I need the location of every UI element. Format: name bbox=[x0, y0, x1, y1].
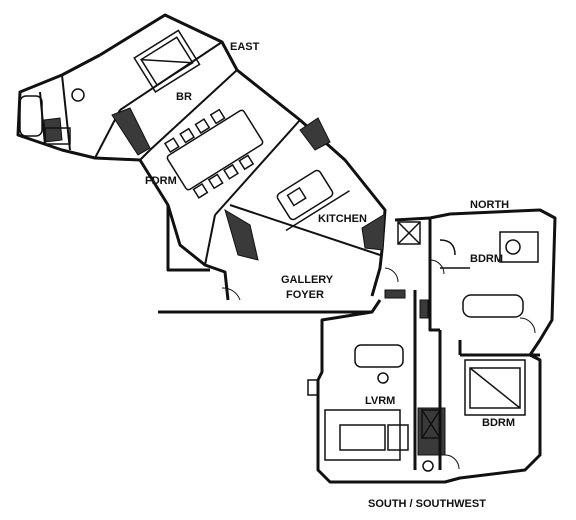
label-bdrm-north: BDRM bbox=[470, 253, 503, 265]
bed-br bbox=[133, 29, 201, 93]
label-bdrm-south: BDRM bbox=[482, 417, 515, 429]
west-wing-walls bbox=[16, 13, 387, 314]
lvrm-furniture bbox=[307, 344, 409, 461]
bdrm-north-interior bbox=[439, 231, 539, 318]
label-north: NORTH bbox=[470, 199, 509, 211]
west-bath bbox=[19, 88, 85, 145]
label-lvrm: LVRM bbox=[365, 395, 395, 407]
label-br: BR bbox=[176, 91, 192, 103]
bed-south bbox=[464, 359, 526, 416]
label-east: EAST bbox=[230, 41, 260, 53]
label-gallery: GALLERY bbox=[281, 274, 334, 286]
doors bbox=[221, 259, 536, 470]
kitchen-island bbox=[276, 169, 350, 232]
cores bbox=[397, 221, 441, 472]
label-south: SOUTH / SOUTHWEST bbox=[368, 498, 486, 510]
dining-table bbox=[163, 108, 264, 199]
label-fdrm: FDRM bbox=[145, 175, 177, 187]
label-foyer: FOYER bbox=[286, 289, 324, 301]
label-kitchen: KITCHEN bbox=[318, 213, 367, 225]
west-interior-walls bbox=[39, 41, 381, 266]
